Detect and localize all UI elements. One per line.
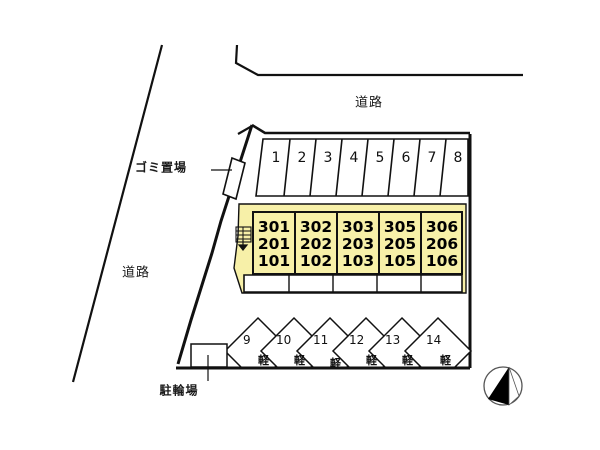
chuurinjou-label: 駐輪場 [159, 383, 199, 398]
room-102[interactable]: 102 [299, 252, 333, 270]
stall-4[interactable]: 4 [349, 150, 359, 166]
gomi-box-shape [222, 156, 246, 201]
stall-2[interactable]: 2 [297, 150, 307, 166]
stall-10[interactable]: 10 [276, 333, 292, 347]
stall-11[interactable]: 11 [313, 333, 329, 347]
stairs-down-icon [235, 226, 252, 251]
stall-13[interactable]: 13 [385, 333, 401, 347]
road-top-boundary [234, 44, 523, 77]
room-303[interactable]: 303 [341, 218, 375, 236]
road-label-left: 道路 [121, 265, 151, 281]
room-302[interactable]: 302 [299, 218, 333, 236]
kei-mark-10: 軽 [294, 354, 305, 367]
stall-6[interactable]: 6 [401, 150, 411, 166]
room-206[interactable]: 206 [425, 235, 459, 253]
kei-mark-12: 軽 [366, 354, 377, 367]
stall-7[interactable]: 7 [427, 150, 437, 166]
stall-9[interactable]: 9 [243, 333, 251, 347]
room-203[interactable]: 203 [341, 235, 375, 253]
stall-1[interactable]: 1 [271, 150, 281, 166]
unit-column-5[interactable]: 306 206 106 [423, 219, 461, 270]
room-103[interactable]: 103 [341, 252, 375, 270]
stall-5[interactable]: 5 [375, 150, 385, 166]
room-101[interactable]: 101 [257, 252, 291, 270]
kei-mark-9: 軽 [258, 354, 269, 367]
gomi-oki-ba-label: ゴミ置場 [134, 160, 188, 175]
parking-stalls-diagonal [170, 316, 480, 391]
room-305[interactable]: 305 [383, 218, 417, 236]
kei-mark-13: 軽 [402, 354, 413, 367]
room-306[interactable]: 306 [425, 218, 459, 236]
room-205[interactable]: 205 [383, 235, 417, 253]
stall-12[interactable]: 12 [349, 333, 365, 347]
parking-stalls-top [255, 138, 469, 197]
stall-14[interactable]: 14 [426, 333, 442, 347]
kei-mark-14: 軽 [440, 354, 451, 367]
room-202[interactable]: 202 [299, 235, 333, 253]
stall-8[interactable]: 8 [453, 150, 463, 166]
unit-column-1[interactable]: 301 201 101 [255, 219, 293, 270]
north-arrow-icon [483, 366, 523, 406]
building-shape [233, 203, 467, 294]
room-105[interactable]: 105 [383, 252, 417, 270]
room-201[interactable]: 201 [257, 235, 291, 253]
kei-mark-11: 軽 [330, 357, 341, 370]
room-301[interactable]: 301 [257, 218, 291, 236]
room-106[interactable]: 106 [425, 252, 459, 270]
unit-column-4[interactable]: 305 205 105 [381, 219, 419, 270]
unit-column-2[interactable]: 302 202 102 [297, 219, 335, 270]
unit-column-3[interactable]: 303 203 103 [339, 219, 377, 270]
bicycle-parking-shape [190, 343, 228, 381]
road-label-top: 道路 [354, 95, 384, 111]
road-left-boundary [71, 44, 164, 383]
stall-3[interactable]: 3 [323, 150, 333, 166]
